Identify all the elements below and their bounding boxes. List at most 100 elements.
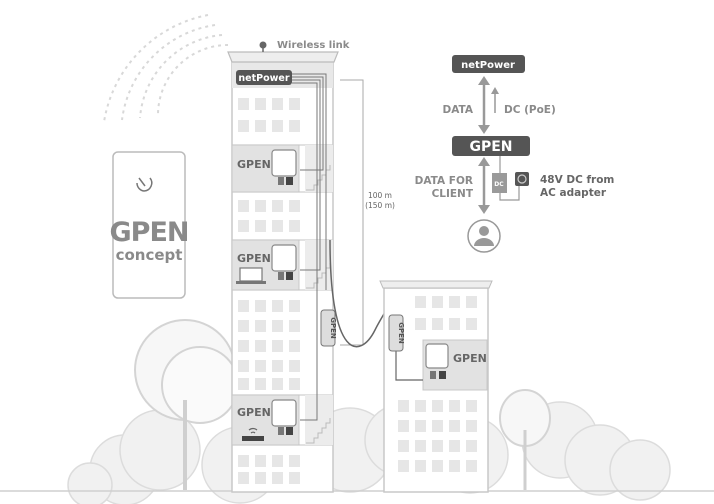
window	[398, 420, 409, 432]
window	[449, 440, 460, 452]
window	[415, 296, 426, 308]
window	[289, 220, 300, 232]
window	[289, 455, 300, 467]
window	[238, 378, 249, 390]
antenna-icon	[259, 41, 267, 49]
logo-card	[112, 151, 186, 299]
tree-right	[499, 389, 551, 490]
window	[415, 460, 426, 472]
window	[289, 378, 300, 390]
bushes	[67, 401, 671, 504]
window	[272, 98, 283, 110]
schema-netpower-box: netPower	[461, 60, 515, 71]
window	[466, 400, 477, 412]
window	[238, 320, 249, 332]
window	[272, 360, 283, 372]
window	[272, 300, 283, 312]
window	[272, 455, 283, 467]
window	[432, 440, 443, 452]
window	[255, 320, 266, 332]
building2-cable-tag-label: GPEN	[397, 322, 405, 344]
window	[449, 318, 460, 330]
schema-gpen-box: GPEN	[469, 139, 512, 155]
window	[466, 440, 477, 452]
window	[289, 300, 300, 312]
window	[238, 340, 249, 352]
window	[449, 460, 460, 472]
window	[289, 320, 300, 332]
window	[415, 400, 426, 412]
window	[415, 440, 426, 452]
window	[272, 340, 283, 352]
window	[272, 472, 283, 484]
room-label-2: GPEN	[237, 252, 271, 265]
window	[398, 440, 409, 452]
window	[415, 420, 426, 432]
window	[449, 400, 460, 412]
tall-building	[227, 41, 339, 493]
window	[255, 300, 266, 312]
wireless-link-label: Wireless link	[277, 40, 350, 51]
window	[289, 98, 300, 110]
window	[466, 318, 477, 330]
adapter-label-line2: AC adapter	[540, 187, 607, 199]
window	[272, 378, 283, 390]
wireless-waves-icon	[103, 14, 229, 123]
window	[255, 472, 266, 484]
distance-alt-label: (150 m)	[365, 201, 395, 210]
router-icon	[242, 427, 264, 441]
window	[238, 455, 249, 467]
window	[449, 296, 460, 308]
window	[255, 220, 266, 232]
window	[432, 460, 443, 472]
window	[398, 400, 409, 412]
gpen-device-icons	[271, 149, 297, 427]
window	[289, 340, 300, 352]
distance-marker	[340, 79, 364, 346]
window	[238, 98, 249, 110]
window	[255, 378, 266, 390]
window	[432, 296, 443, 308]
window	[289, 120, 300, 132]
window	[255, 340, 266, 352]
power-plug-icon	[515, 172, 529, 186]
window	[466, 460, 477, 472]
room-label-3: GPEN	[237, 406, 271, 419]
window	[238, 200, 249, 212]
window	[255, 360, 266, 372]
mikrotik-logo-icon	[136, 177, 153, 192]
building-netpower-label: netPower	[238, 73, 289, 84]
window	[238, 360, 249, 372]
logo-title: GPEN	[110, 217, 189, 248]
client-label-line2: CLIENT	[432, 188, 474, 200]
window	[255, 120, 266, 132]
window	[398, 460, 409, 472]
logo-subtitle: concept	[116, 246, 183, 264]
second-building	[379, 280, 493, 493]
window	[289, 360, 300, 372]
dc-box-label: DC	[494, 181, 504, 188]
window	[289, 200, 300, 212]
window	[238, 472, 249, 484]
window	[432, 400, 443, 412]
laptop-icon	[236, 267, 266, 284]
window	[272, 320, 283, 332]
window	[272, 220, 283, 232]
data-label: DATA	[442, 104, 473, 116]
client-label-line1: DATA FOR	[415, 175, 473, 187]
window	[432, 318, 443, 330]
window	[466, 296, 477, 308]
window	[255, 455, 266, 467]
window	[255, 98, 266, 110]
window	[272, 200, 283, 212]
adapter-label-line1: 48V DC from	[540, 174, 614, 186]
window	[289, 472, 300, 484]
cable-tag-label: GPEN	[329, 317, 337, 339]
window	[238, 220, 249, 232]
window	[415, 318, 426, 330]
window	[466, 420, 477, 432]
building2-room-label: GPEN	[453, 352, 487, 365]
user-icon	[467, 219, 501, 253]
dc-poe-label: DC (PoE)	[504, 104, 556, 116]
